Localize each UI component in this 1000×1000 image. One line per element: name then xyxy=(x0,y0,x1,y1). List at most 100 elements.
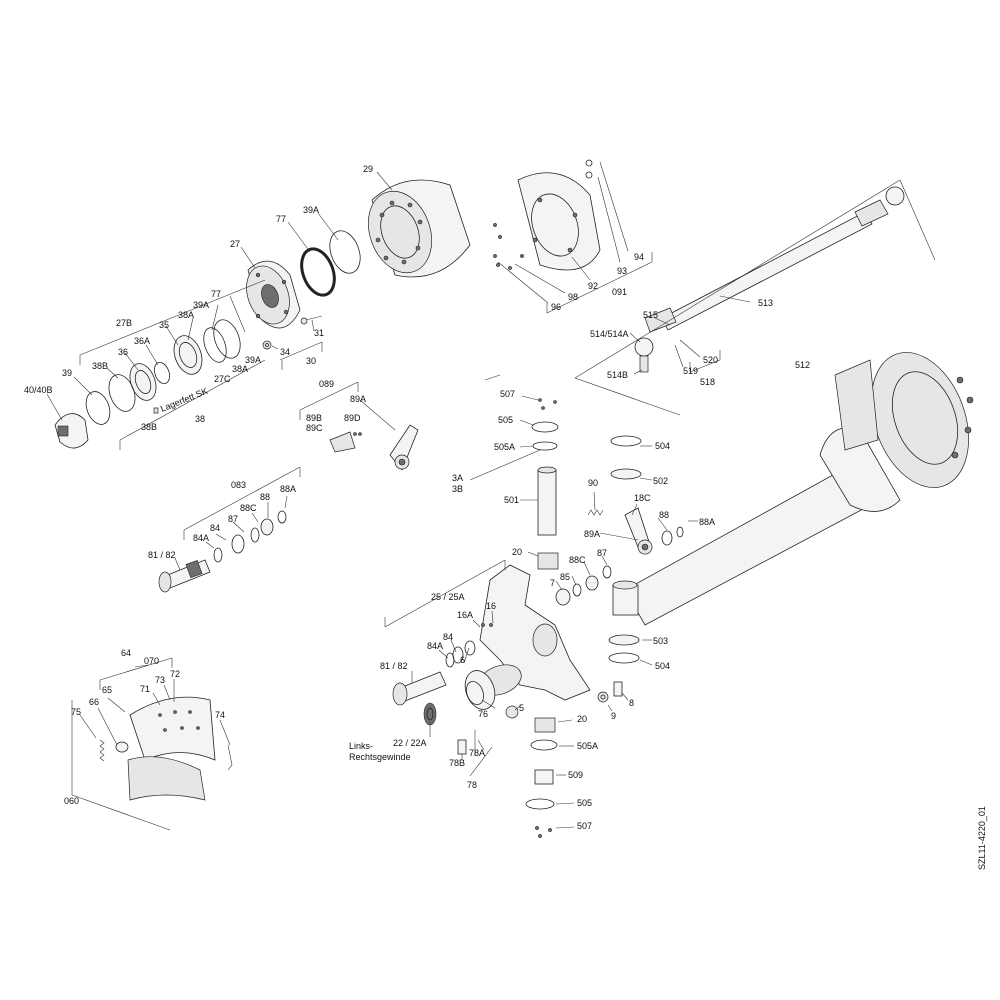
bearing-35-part[interactable] xyxy=(169,332,207,378)
callout-78[interactable]: 78 xyxy=(467,780,477,790)
o-ring-77-part[interactable] xyxy=(199,325,230,366)
steering-knuckle-part[interactable] xyxy=(475,564,591,701)
callout-88A-right[interactable]: 88A xyxy=(699,517,715,527)
ring-6-part[interactable] xyxy=(464,640,476,656)
callout-501[interactable]: 501 xyxy=(504,495,519,505)
backplate-screws-part[interactable] xyxy=(493,223,524,270)
callout-38A-top[interactable]: 38A xyxy=(178,310,194,320)
brake-camshaft-part[interactable] xyxy=(158,559,211,593)
roller-66-part[interactable] xyxy=(115,741,129,753)
callout-78A[interactable]: 78A xyxy=(469,748,485,758)
seal-504-top-part[interactable] xyxy=(610,435,642,447)
callout-92[interactable]: 92 xyxy=(588,281,598,291)
callout-518[interactable]: 518 xyxy=(700,377,715,387)
callout-64[interactable]: 64 xyxy=(121,648,131,658)
callout-96[interactable]: 96 xyxy=(551,302,561,312)
callout-3A[interactable]: 3A xyxy=(452,473,463,483)
callout-25-25A[interactable]: 25 / 25A xyxy=(431,592,465,602)
callout-39A-mid[interactable]: 39A xyxy=(193,300,209,310)
spacer-36A-part[interactable] xyxy=(152,360,173,385)
bolt-8-part[interactable] xyxy=(613,681,623,697)
callout-507-top[interactable]: 507 xyxy=(500,389,515,399)
callout-65[interactable]: 65 xyxy=(102,685,112,695)
stub-axle-part[interactable] xyxy=(460,666,500,713)
bracket-89B-part[interactable] xyxy=(329,431,356,453)
spring-75-part[interactable] xyxy=(99,739,105,762)
callout-77-top[interactable]: 77 xyxy=(276,214,286,224)
slack-adjuster-part[interactable] xyxy=(389,424,419,471)
cover-505-low-part[interactable] xyxy=(525,798,555,810)
bushing-88-part[interactable] xyxy=(260,518,274,536)
callout-89A-right[interactable]: 89A xyxy=(584,529,600,539)
tie-rod-end-part[interactable] xyxy=(634,337,654,373)
callout-22-22A[interactable]: 22 / 22A xyxy=(393,738,427,748)
tie-rod-part[interactable] xyxy=(644,186,905,333)
callout-16A[interactable]: 16A xyxy=(457,610,473,620)
callout-18C[interactable]: 18C xyxy=(634,493,651,503)
wheel-hub-part[interactable] xyxy=(239,260,301,330)
ring-gear-22-part[interactable] xyxy=(423,702,437,726)
king-pin-bushing-part[interactable] xyxy=(612,580,639,616)
brake-drum-part[interactable] xyxy=(357,179,471,282)
callout-93[interactable]: 93 xyxy=(617,266,627,276)
seal-ring-part[interactable] xyxy=(324,227,365,278)
callout-5[interactable]: 5 xyxy=(519,703,524,713)
callout-38B-top[interactable]: 38B xyxy=(92,361,108,371)
callout-512[interactable]: 512 xyxy=(795,360,810,370)
callout-060[interactable]: 060 xyxy=(64,796,79,806)
bolt-89D-part[interactable] xyxy=(353,432,362,436)
callout-513[interactable]: 513 xyxy=(758,298,773,308)
callout-504-top[interactable]: 504 xyxy=(655,441,670,451)
callout-34[interactable]: 34 xyxy=(280,347,290,357)
callout-85[interactable]: 85 xyxy=(560,572,570,582)
callout-36[interactable]: 36 xyxy=(118,347,128,357)
callout-84-left[interactable]: 84 xyxy=(210,523,220,533)
callout-502[interactable]: 502 xyxy=(653,476,668,486)
callout-75[interactable]: 75 xyxy=(71,707,81,717)
callout-36A[interactable]: 36A xyxy=(134,336,150,346)
brake-shoe-part[interactable] xyxy=(127,696,216,801)
callout-9[interactable]: 9 xyxy=(611,711,616,721)
callout-88C-mid[interactable]: 88C xyxy=(569,555,586,565)
callout-81-82-mid[interactable]: 81 / 82 xyxy=(380,661,408,671)
callout-88A-left[interactable]: 88A xyxy=(280,484,296,494)
callout-84-mid[interactable]: 84 xyxy=(443,632,453,642)
callout-091[interactable]: 091 xyxy=(612,287,627,297)
callout-31[interactable]: 31 xyxy=(314,328,324,338)
axle-beam-part[interactable] xyxy=(624,339,986,626)
callout-8[interactable]: 8 xyxy=(629,698,634,708)
callout-6[interactable]: 6 xyxy=(460,655,465,665)
callout-30[interactable]: 30 xyxy=(306,356,316,366)
thrust-503-part[interactable] xyxy=(608,634,640,646)
slack-adjuster-right-part[interactable] xyxy=(624,507,653,555)
bushing-509-part[interactable] xyxy=(534,769,554,785)
callout-39A-low[interactable]: 39A xyxy=(245,355,261,365)
bolt-16-part[interactable] xyxy=(481,623,493,627)
callout-40-40B[interactable]: 40/40B xyxy=(24,385,53,395)
callout-27B[interactable]: 27B xyxy=(116,318,132,328)
callout-29[interactable]: 29 xyxy=(363,164,373,174)
callout-514B[interactable]: 514B xyxy=(607,370,628,380)
seal-ring-39A-part[interactable] xyxy=(209,316,245,362)
callout-38[interactable]: 38 xyxy=(195,414,205,424)
callout-87-left[interactable]: 87 xyxy=(228,514,238,524)
spring-90-part[interactable] xyxy=(587,509,604,516)
callout-89B[interactable]: 89B xyxy=(306,413,322,423)
callout-39A-top[interactable]: 39A xyxy=(303,205,319,215)
thrust-502-part[interactable] xyxy=(610,468,642,480)
callout-74[interactable]: 74 xyxy=(215,710,225,720)
callout-73[interactable]: 73 xyxy=(155,675,165,685)
callout-27[interactable]: 27 xyxy=(230,239,240,249)
wheel-bolt-part[interactable] xyxy=(300,315,323,325)
callout-71[interactable]: 71 xyxy=(140,684,150,694)
screws-507-part[interactable] xyxy=(538,398,557,410)
callout-505-low[interactable]: 505 xyxy=(577,798,592,808)
callout-88-left[interactable]: 88 xyxy=(260,492,270,502)
washer-84-lower-part[interactable] xyxy=(452,646,464,664)
callout-520[interactable]: 520 xyxy=(703,355,718,365)
gasket-505A-low-part[interactable] xyxy=(530,739,558,751)
ring-39-part[interactable] xyxy=(82,388,114,427)
callout-88-right[interactable]: 88 xyxy=(659,510,669,520)
cover-505-part[interactable] xyxy=(531,421,559,433)
callout-38A-low[interactable]: 38A xyxy=(232,364,248,374)
